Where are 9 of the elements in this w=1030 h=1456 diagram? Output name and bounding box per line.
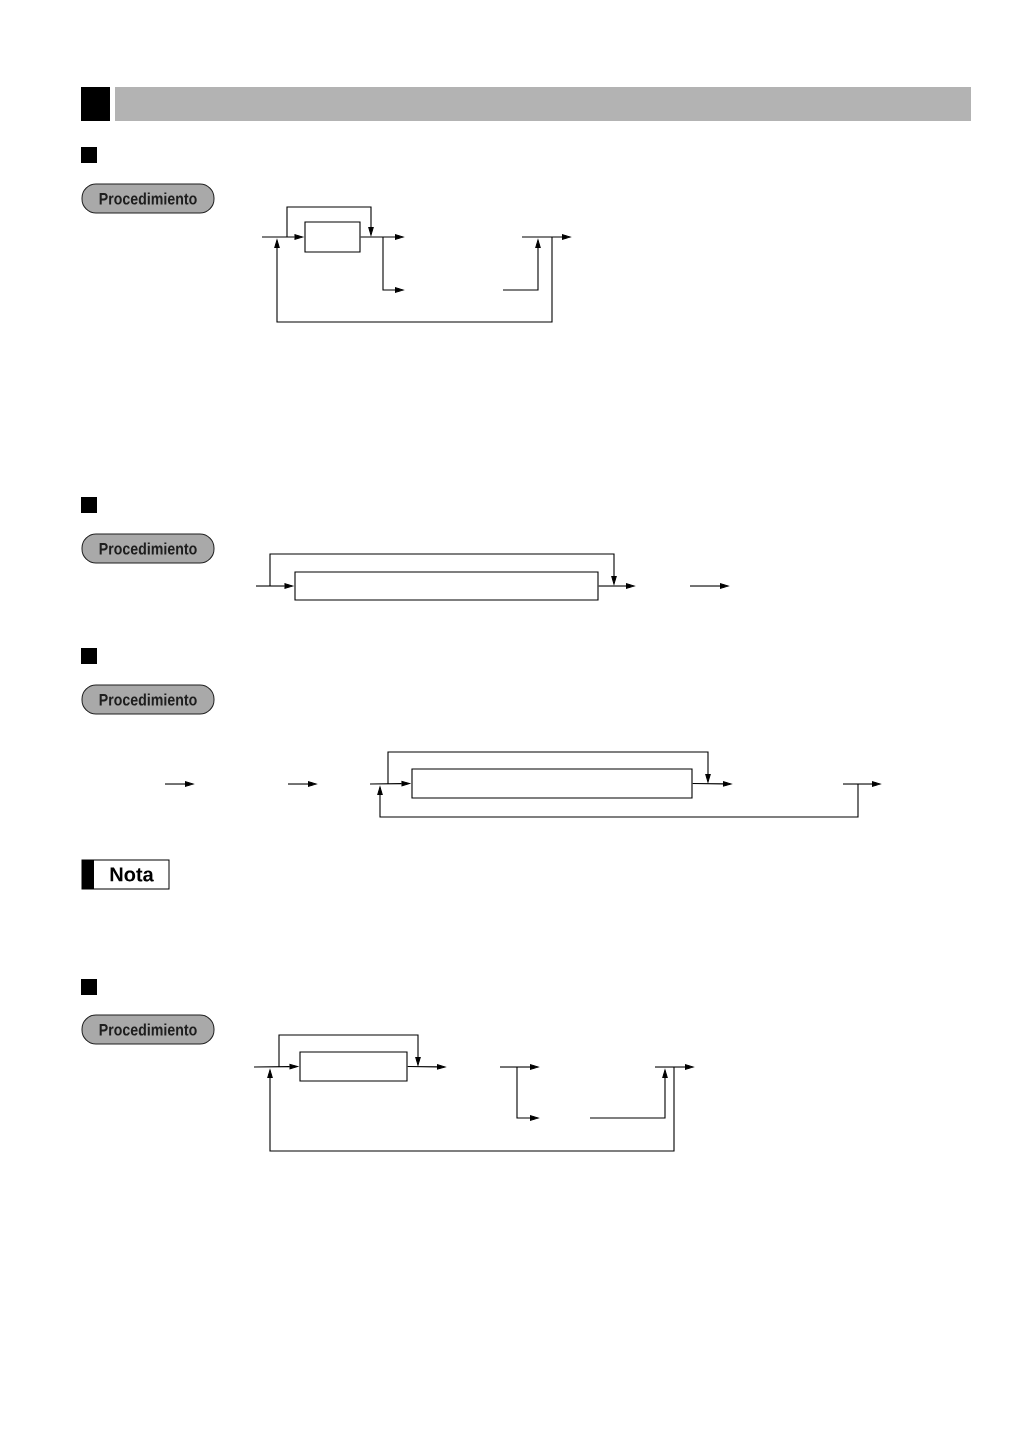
note-tag: Nota	[81, 859, 170, 890]
procedure-badge: Procedimiento	[81, 1014, 215, 1045]
key-box	[304, 221, 361, 253]
procedure-badge: Procedimiento	[81, 183, 215, 214]
procedure-badge: Procedimiento	[81, 684, 215, 715]
key-box	[299, 1051, 408, 1082]
key-box	[411, 768, 693, 799]
key-box	[294, 571, 599, 601]
procedure-badge: Procedimiento	[81, 533, 215, 564]
